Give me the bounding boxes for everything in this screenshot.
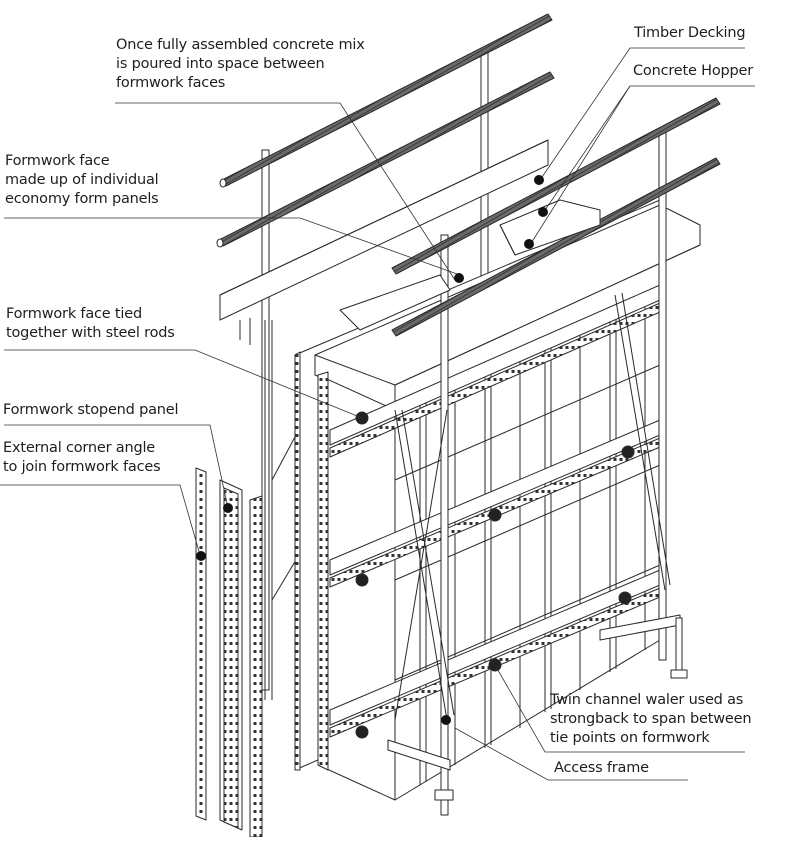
dot-corner-angle — [196, 551, 206, 561]
dot-timber-decking — [534, 175, 544, 185]
stopend-panel-shape — [219, 479, 243, 831]
leader-stopend — [4, 424, 229, 509]
leader-corner-angle — [0, 484, 201, 556]
leader-access-frame — [454, 727, 688, 781]
dot-concrete-hopper — [538, 207, 548, 217]
label-corner-angle: External corner angle to join formwork f… — [3, 440, 161, 475]
leader-dots — [196, 175, 548, 725]
label-twin-channel-waler: Twin channel waler used as strongback to… — [550, 692, 752, 746]
label-access-frame: Access frame — [554, 760, 649, 776]
label-formwork-face: Formwork face made up of individual econ… — [5, 153, 159, 207]
label-concrete-mix: Once fully assembled concrete mix is pou… — [116, 37, 365, 91]
label-stopend-panel: Formwork stopend panel — [3, 402, 179, 418]
leader-twin-waler — [494, 664, 745, 753]
tie-rod-nuts — [355, 411, 635, 739]
leader-concrete-hopper — [544, 85, 755, 211]
leader-lines — [0, 47, 755, 781]
label-concrete-hopper: Concrete Hopper — [633, 63, 754, 79]
leader-formwork-face — [4, 217, 461, 276]
dot-access-frame — [441, 715, 451, 725]
leader-concrete-hopper-2 — [529, 85, 631, 246]
label-tied-rods: Formwork face tied together with steel r… — [6, 306, 175, 341]
dot-stopend — [223, 503, 233, 513]
front-access-frame — [387, 129, 688, 816]
label-timber-decking: Timber Decking — [634, 25, 746, 41]
back-deck — [219, 139, 549, 345]
dot-concrete-mix — [454, 273, 464, 283]
back-handrails — [216, 13, 555, 248]
dot-concrete-hopper-2 — [524, 239, 534, 249]
front-handrails — [391, 97, 721, 337]
leader-tied-rods — [4, 349, 363, 419]
leader-timber-decking — [539, 47, 745, 181]
leader-concrete-mix — [115, 102, 456, 281]
